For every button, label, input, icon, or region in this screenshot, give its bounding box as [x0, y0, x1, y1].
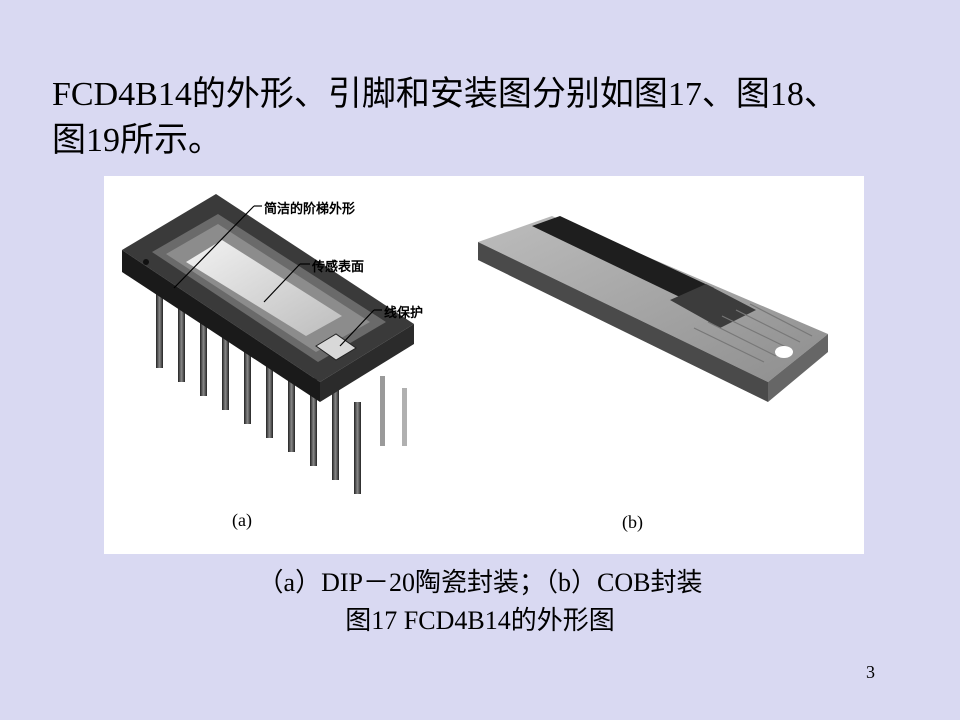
heading-line-1: FCD4B14的外形、引脚和安装图分别如图17、图18、 [52, 76, 838, 113]
dip20-package-illustration [122, 194, 414, 494]
cob-die [670, 284, 756, 328]
callout-wire-protection: 线保护 [384, 306, 424, 321]
cob-traces [693, 303, 813, 363]
front-pin-row [156, 294, 361, 494]
cob-sensor-strip [532, 216, 714, 300]
cob-package-illustration [478, 216, 828, 402]
callout-stepped-shape: 简洁的阶梯外形 [264, 202, 356, 217]
wire-protection [315, 333, 357, 361]
package-front-side [122, 250, 320, 402]
figure-caption-line-2: 图17 FCD4B14的外形图 [345, 606, 615, 635]
figure-caption-line-1: （a）DIP－20陶瓷封装；（b）COB封装 [257, 568, 703, 597]
back-pin-row [380, 376, 407, 446]
page-number: 3 [866, 662, 875, 682]
callout-sensing-surface: 传感表面 [312, 260, 365, 275]
slide-heading: FCD4B14的外形、引脚和安装图分别如图17、图18、 图19所示。 [52, 72, 932, 164]
sub-figure-b-label: (b) [622, 512, 643, 532]
heading-line-2: 图19所示。 [52, 122, 222, 159]
sensing-surface [186, 240, 342, 336]
cob-substrate-top [478, 216, 828, 382]
figure-panel: 简洁的阶梯外形 传感表面 线保护 (a) (b) [104, 176, 864, 554]
sub-figure-a-label: (a) [232, 510, 252, 530]
package-right-side [320, 324, 414, 402]
cob-mounting-notch [775, 346, 793, 358]
cob-substrate-edge [478, 242, 768, 402]
